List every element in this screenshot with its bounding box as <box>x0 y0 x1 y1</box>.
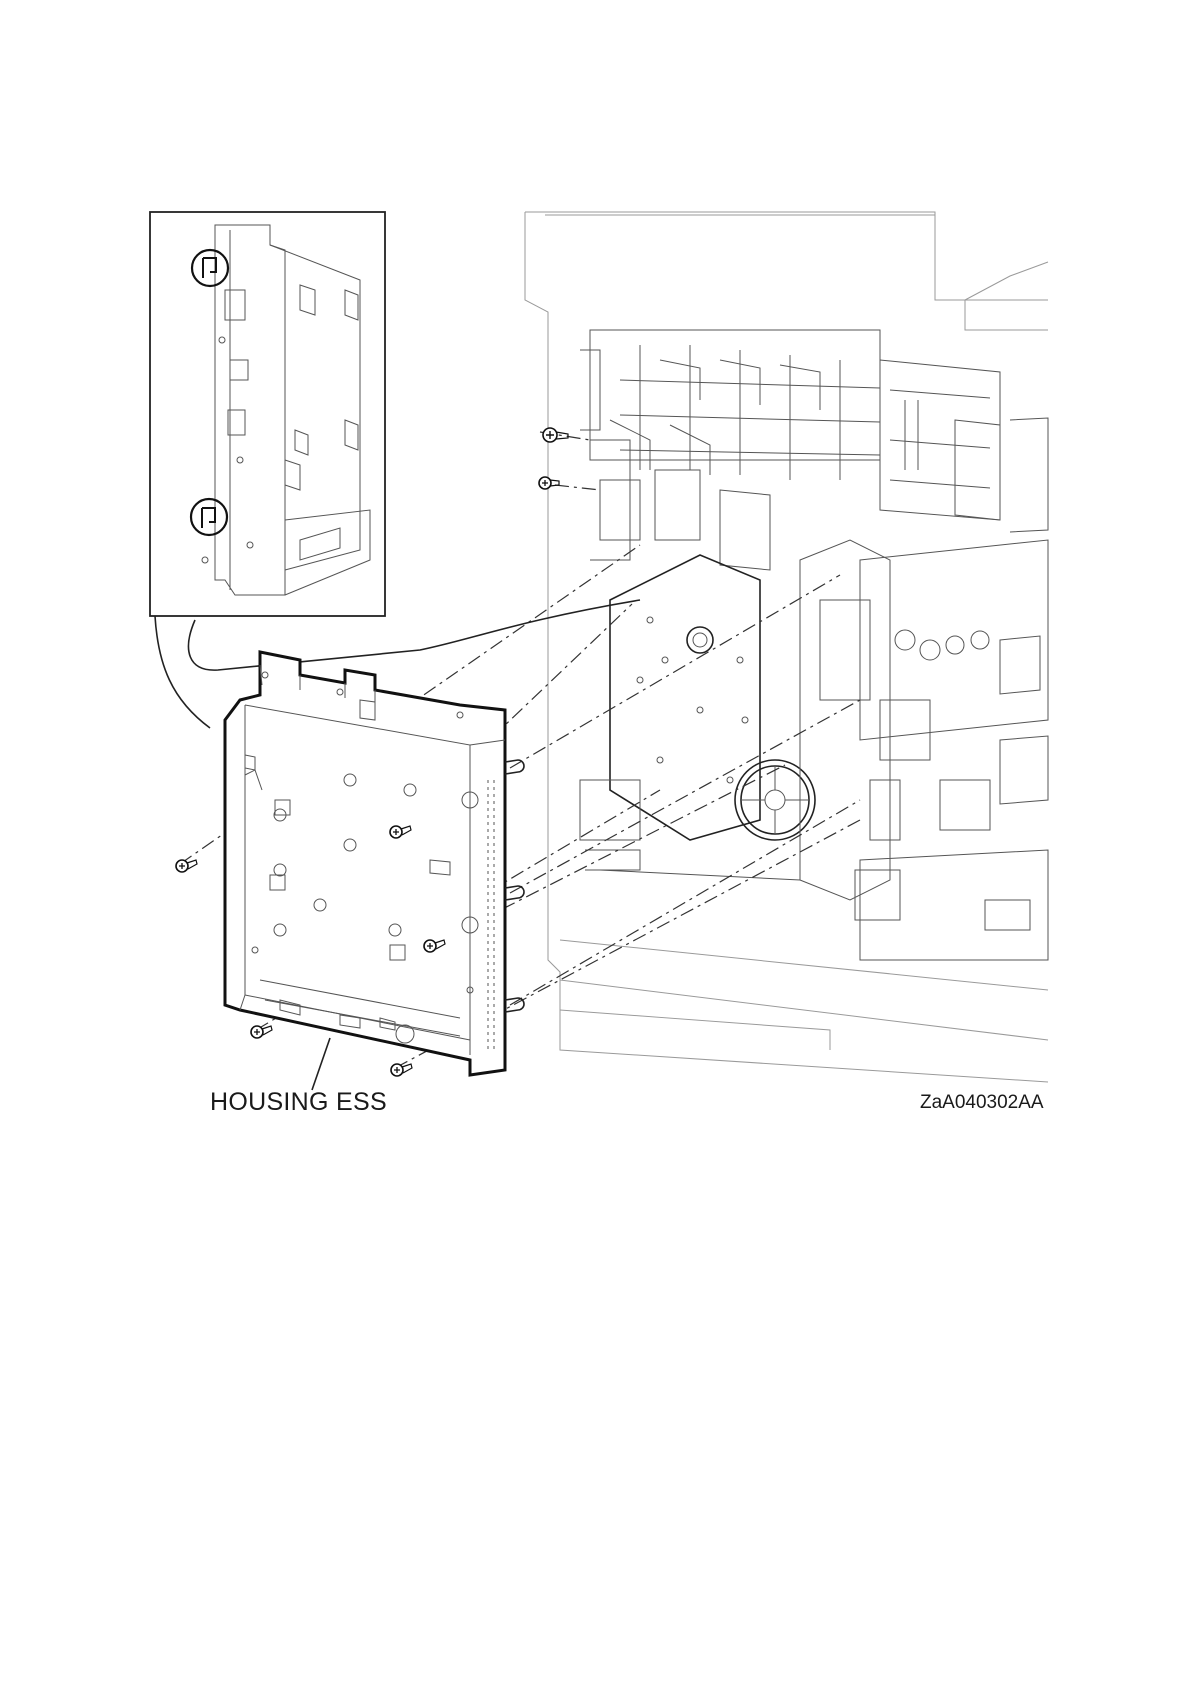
right-upper-unit <box>880 360 1048 532</box>
screw-icon <box>251 1026 272 1038</box>
printer-body <box>525 212 1048 1082</box>
figure-code: ZaA040302AA <box>920 1092 1044 1114</box>
drive-gear <box>735 760 815 840</box>
screw-icon <box>539 477 559 489</box>
detail-inset <box>150 212 385 616</box>
electronics-area <box>800 540 1048 960</box>
motor-plate <box>610 555 760 840</box>
upper-frame-cells <box>590 330 880 480</box>
part-label: HOUSING ESS <box>210 1088 387 1117</box>
screw-icon <box>391 1064 412 1076</box>
housing-ess <box>225 652 505 1075</box>
screw-icon <box>543 428 568 442</box>
mounting-posts <box>505 760 524 1012</box>
screw-icon <box>176 860 197 872</box>
